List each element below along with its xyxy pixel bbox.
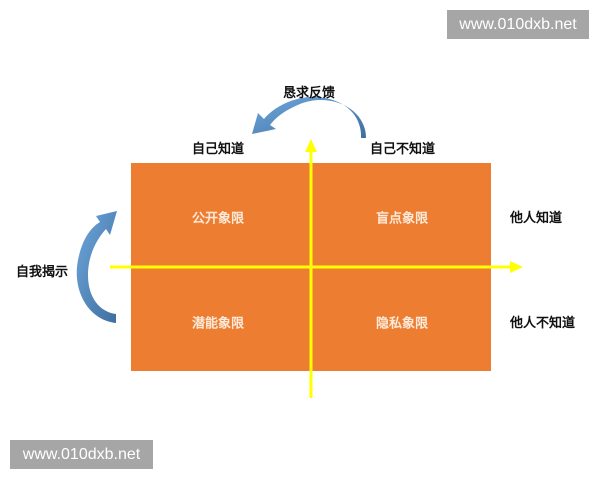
quadrant-hidden: 隐私象限	[375, 316, 429, 332]
watermark-top: www.010dxb.net	[447, 10, 589, 39]
self-disclosure-label: 自我揭示	[16, 265, 69, 280]
feedback-label: 恳求反馈	[283, 86, 336, 101]
quadrant-blind: 盲点象限	[375, 211, 429, 227]
watermark-bottom: www.010dxb.net	[10, 440, 153, 469]
column-label-self-known: 自己知道	[192, 142, 245, 157]
quadrant-unknown: 潜能象限	[191, 316, 245, 332]
disclosure-arrow-icon	[76, 211, 117, 323]
quadrant-open: 公开象限	[191, 211, 245, 227]
row-label-others-unknown: 他人不知道	[510, 316, 576, 331]
vertical-axis-arrowhead-icon	[305, 139, 317, 152]
horizontal-axis-arrowhead-icon	[510, 261, 523, 273]
row-label-others-known: 他人知道	[510, 211, 563, 226]
feedback-arrow-icon	[252, 96, 366, 138]
column-label-self-unknown: 自己不知道	[370, 142, 436, 157]
